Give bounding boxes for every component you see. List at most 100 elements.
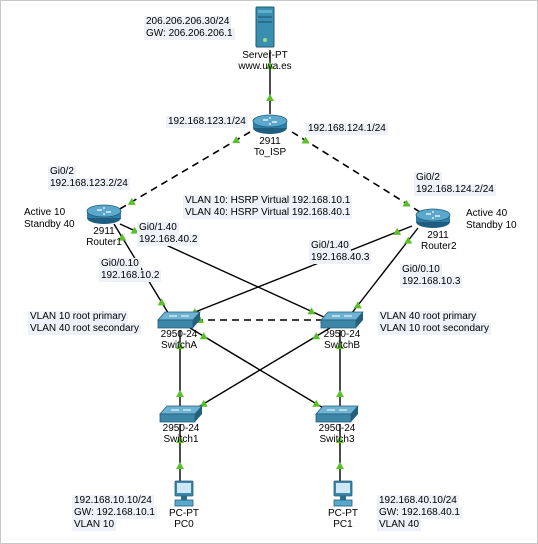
router1-role-line2: Standby 40 bbox=[24, 219, 75, 230]
link-up-marker bbox=[232, 136, 241, 144]
link-up-marker bbox=[127, 197, 136, 205]
link-up-marker bbox=[199, 332, 208, 340]
pc0-model-label: PC-PT bbox=[169, 508, 199, 519]
router2-name-label: Router2 bbox=[421, 241, 457, 252]
link-up-marker bbox=[353, 301, 362, 309]
link-up-marker bbox=[266, 94, 274, 101]
switch3[interactable]: 2950-24 Switch3 bbox=[313, 405, 361, 445]
router-icon bbox=[415, 208, 451, 228]
isp-router-name-label: To_ISP bbox=[253, 147, 287, 158]
router2-role-line2: Standby 10 bbox=[466, 220, 517, 231]
switch-a-model-label: 2950-24 bbox=[160, 329, 198, 340]
server-model-label: Server-PT bbox=[242, 50, 288, 61]
switch-b[interactable]: 2950-24 SwitchB bbox=[318, 311, 366, 351]
link-up-marker bbox=[336, 436, 344, 443]
pc0[interactable]: PC-PT PC0 bbox=[164, 480, 204, 530]
pc1-model-label: PC-PT bbox=[328, 508, 358, 519]
link-up-marker bbox=[266, 62, 274, 69]
link-up-marker bbox=[176, 342, 184, 349]
pc1-name-label: PC1 bbox=[333, 519, 353, 530]
pc1-vlan-label: VLAN 40 bbox=[377, 519, 422, 531]
switch-b-name-label: SwitchB bbox=[323, 340, 361, 351]
isp-left-ip-label: 192.168.123.1/24 bbox=[166, 116, 248, 128]
router1-wan-ip-label: 192.168.123.2/24 bbox=[48, 178, 130, 190]
isp-router-model-label: 2911 bbox=[259, 136, 281, 147]
link-up-marker bbox=[402, 199, 411, 207]
link-up-marker bbox=[176, 436, 184, 443]
switch3-name-label: Switch3 bbox=[319, 434, 355, 445]
switch-a[interactable]: 2950-24 SwitchA bbox=[155, 311, 203, 351]
link-up-marker bbox=[404, 236, 413, 244]
router2[interactable]: 2911 Router2 bbox=[411, 206, 457, 252]
link-up-marker bbox=[336, 462, 344, 469]
links-layer bbox=[113, 50, 421, 482]
router-icon bbox=[252, 114, 288, 134]
router1-sub40-ip-label: 192.168.40.2 bbox=[137, 234, 200, 246]
switch-a-name-label: SwitchA bbox=[160, 340, 198, 351]
router1-sub40-if-label: Gi0/1.40 bbox=[137, 222, 179, 234]
pc1[interactable]: PC-PT PC1 bbox=[323, 480, 363, 530]
pc1-gw-label: GW: 192.168.40.1 bbox=[377, 507, 462, 519]
router2-role-line1: Active 40 bbox=[466, 208, 508, 219]
switch-a-note2: VLAN 40 root secondary bbox=[28, 323, 141, 335]
router1-name-label: Router1 bbox=[86, 237, 122, 248]
link-up-marker bbox=[118, 233, 127, 241]
link-up-marker bbox=[176, 390, 184, 397]
pc-icon bbox=[333, 480, 353, 507]
link-switchb-switch1[interactable] bbox=[189, 327, 331, 413]
router1-model-label: 2911 bbox=[93, 226, 115, 237]
server-gw-label: GW: 206.206.206.1 bbox=[144, 28, 235, 40]
isp-right-ip-label: 192.168.124.1/24 bbox=[306, 123, 388, 135]
server-icon bbox=[255, 6, 275, 48]
switch-a-note1: VLAN 10 root primary bbox=[28, 311, 129, 323]
switch1-model-label: 2950-24 bbox=[162, 423, 200, 434]
router2-model-label: 2911 bbox=[427, 230, 449, 241]
link-router2-switcha[interactable] bbox=[179, 225, 413, 319]
link-up-marker bbox=[307, 307, 316, 315]
hsrp-line2: VLAN 40: HSRP Virtual 192.168.40.1 bbox=[183, 207, 353, 219]
link-up-marker bbox=[312, 332, 321, 340]
router2-sub10-ip-label: 192.168.10.3 bbox=[400, 276, 463, 288]
switch1[interactable]: 2950-24 Switch1 bbox=[157, 405, 205, 445]
router1[interactable]: 2911 Router1 bbox=[82, 202, 126, 248]
pc1-ip-label: 192.168.40.10/24 bbox=[377, 495, 459, 507]
server-pt[interactable]: Server-PT www.uva.es bbox=[235, 6, 295, 72]
pc-icon bbox=[174, 480, 194, 507]
server-ip-label: 206.206.206.30/24 bbox=[144, 16, 232, 28]
router-to-isp[interactable]: 2911 To_ISP bbox=[245, 112, 295, 158]
router1-wan-if-label: Gi0/2 bbox=[48, 166, 76, 178]
link-up-marker bbox=[336, 342, 344, 349]
server-name-label: www.uva.es bbox=[238, 61, 292, 72]
switch-b-note1: VLAN 40 root primary bbox=[378, 311, 479, 323]
router1-role-line1: Active 10 bbox=[24, 207, 66, 218]
link-up-marker bbox=[130, 226, 139, 234]
switch-icon bbox=[159, 405, 203, 423]
pc0-vlan-label: VLAN 10 bbox=[72, 519, 117, 531]
pc0-gw-label: GW: 192.168.10.1 bbox=[72, 507, 157, 519]
link-up-marker bbox=[176, 462, 184, 469]
link-up-marker bbox=[312, 399, 321, 407]
link-up-marker bbox=[393, 227, 402, 235]
switch-b-model-label: 2950-24 bbox=[323, 329, 361, 340]
link-isp-router2[interactable] bbox=[291, 131, 421, 213]
link-up-marker bbox=[157, 298, 166, 306]
link-up-marker bbox=[199, 399, 208, 407]
pc0-name-label: PC0 bbox=[174, 519, 194, 530]
router2-sub40-if-label: Gi0/1.40 bbox=[309, 240, 351, 252]
router1-sub10-ip-label: 192.168.10.2 bbox=[99, 270, 162, 282]
link-isp-router1[interactable] bbox=[117, 131, 251, 211]
router2-sub40-ip-label: 192.168.40.3 bbox=[309, 252, 372, 264]
switch-b-note2: VLAN 10 root secondary bbox=[378, 323, 491, 335]
switch3-model-label: 2950-24 bbox=[318, 423, 356, 434]
router2-sub10-if-label: Gi0/0.10 bbox=[400, 264, 442, 276]
router2-wan-ip-label: 192.168.124.2/24 bbox=[414, 184, 496, 196]
switch1-name-label: Switch1 bbox=[163, 434, 199, 445]
pc0-ip-label: 192.168.10.10/24 bbox=[72, 495, 154, 507]
link-up-marker bbox=[336, 390, 344, 397]
hsrp-line1: VLAN 10: HSRP Virtual 192.168.10.1 bbox=[183, 195, 353, 207]
router2-wan-if-label: Gi0/2 bbox=[414, 172, 442, 184]
link-up-marker bbox=[301, 136, 310, 144]
switch-icon bbox=[320, 311, 364, 329]
